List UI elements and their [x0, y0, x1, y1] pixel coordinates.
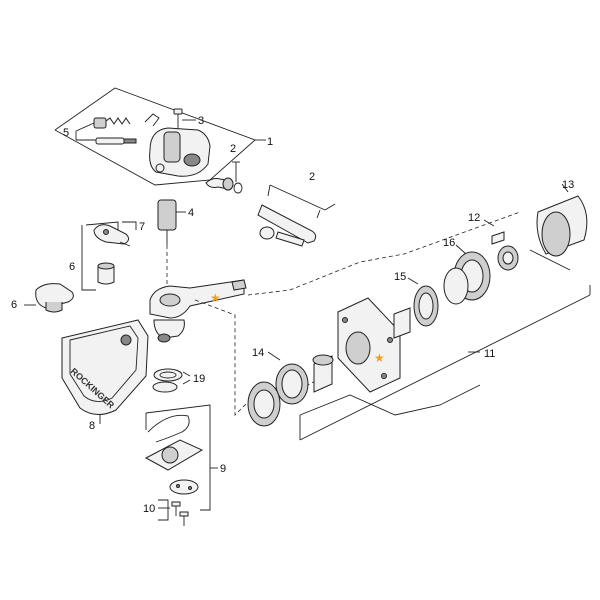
part-9-sensor-group [144, 404, 218, 511]
part-12-nut [483, 219, 571, 271]
main-shaft [149, 245, 247, 343]
part-7-washer [85, 221, 137, 247]
callout-6-cap: 6 [11, 299, 17, 311]
part-5-valve-assembly [75, 113, 160, 145]
part-16-bearing [443, 244, 491, 305]
callout-15: 15 [394, 271, 406, 283]
part-2-pins [257, 184, 336, 247]
callout-1: 1 [267, 136, 273, 148]
callout-12: 12 [468, 212, 480, 224]
callout-13: 13 [562, 179, 574, 191]
part-6-handle-cap [24, 283, 74, 313]
part-4-plunger [157, 199, 186, 245]
part-3-screw [173, 108, 196, 132]
group-11-bracket [299, 285, 591, 441]
part-1-housing [149, 127, 234, 191]
callout-10: 10 [143, 503, 155, 515]
star-marker: ★ [374, 351, 385, 365]
callout-11: 11 [484, 348, 495, 360]
callout-19: 19 [193, 373, 205, 385]
part-10-screws [158, 499, 189, 526]
callout-2-oring: 2 [230, 143, 236, 155]
group-1-bracket [54, 87, 266, 186]
callout-16: 16 [443, 237, 455, 249]
callout-labels: 1 2 2 3 4 5 6 6 7 8 9 10 11 12 13 14 15 … [11, 115, 574, 515]
part-15-sleeve [393, 277, 439, 339]
callout-6-bush: 6 [69, 261, 75, 273]
callout-4: 4 [188, 207, 194, 219]
part-19-bearing [152, 368, 191, 393]
callout-9: 9 [220, 463, 226, 475]
part-2-oring [232, 161, 243, 194]
part-seal-ring-left [247, 381, 281, 427]
callout-7: 7 [139, 221, 145, 233]
callout-8: 8 [89, 420, 95, 432]
part-14-seal [267, 351, 309, 405]
star-marker-shaft: ★ [210, 291, 221, 305]
callout-14: 14 [252, 347, 264, 359]
callout-2-pins: 2 [309, 171, 315, 183]
part-bushing-center [312, 354, 334, 393]
part-6-bush [81, 225, 115, 291]
callout-5: 5 [63, 127, 69, 139]
part-13-dust-cap [536, 183, 588, 257]
part-8-coupling-jaw: ROCKINGER [61, 319, 149, 424]
callout-3: 3 [198, 115, 204, 127]
part-flange-housing: ★ [337, 297, 401, 393]
